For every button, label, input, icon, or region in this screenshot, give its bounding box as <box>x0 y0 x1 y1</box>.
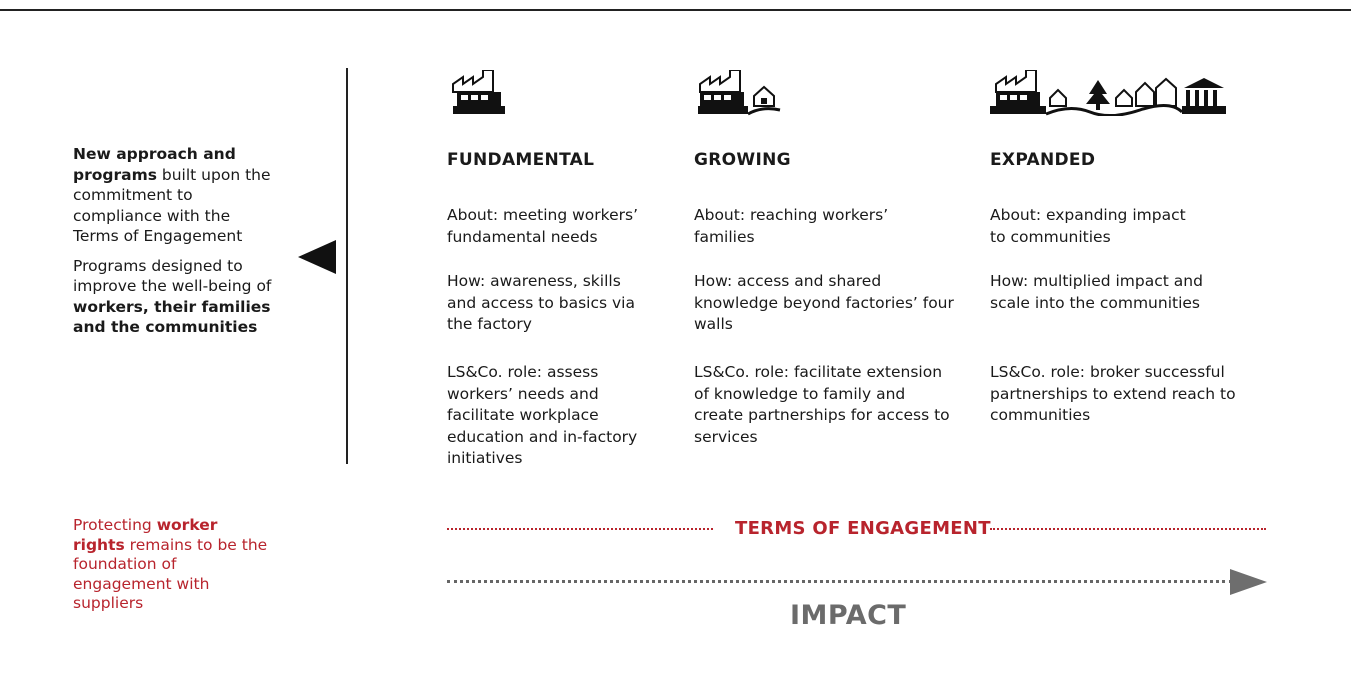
role-label: LS&Co. role: <box>694 363 790 381</box>
role-text: LS&Co. role: broker successful partnersh… <box>990 362 1252 427</box>
note-bold: worker rights <box>73 516 218 554</box>
terms-of-engagement-label: TERMS OF ENGAGEMENT <box>735 518 991 539</box>
how-label: How: <box>447 272 486 290</box>
about-label: About: <box>694 206 746 224</box>
intro-bold: New approach and programs <box>73 145 236 184</box>
stage-title: FUNDAMENTAL <box>447 150 595 170</box>
about-label: About: <box>447 206 499 224</box>
note-rest: remains to be the foundation of engageme… <box>73 535 268 613</box>
worker-rights-note: Protecting worker rights remains to be t… <box>73 516 273 614</box>
impact-label: IMPACT <box>790 600 907 631</box>
role-text: LS&Co. role: assess workers’ needs and f… <box>447 362 657 470</box>
terms-dotted-line-left <box>447 528 713 530</box>
note-start: Protecting <box>73 516 157 534</box>
how-label: How: <box>694 272 733 290</box>
role-label: LS&Co. role: <box>990 363 1086 381</box>
about-text: About: expanding impact to communities <box>990 205 1190 248</box>
about-value: reaching workers’ families <box>694 206 889 246</box>
stage-title: GROWING <box>694 150 791 170</box>
how-text: How: access and shared knowledge beyond … <box>694 271 954 336</box>
intro-text: New approach and programs built upon the… <box>73 144 273 347</box>
factory-with-community-icon <box>990 69 1234 120</box>
stage-title: EXPANDED <box>990 150 1096 170</box>
role-value: facilitate extension of knowledge to fam… <box>694 363 950 446</box>
intro-rest: built upon the commitment to compliance … <box>73 165 271 246</box>
impact-arrow-icon <box>1230 569 1267 595</box>
intro-p2-bold: workers, their families and the communit… <box>73 297 271 337</box>
intro-paragraph-2: Programs designed to improve the well-be… <box>73 256 273 338</box>
about-text: About: meeting workers’ fundamental need… <box>447 205 647 248</box>
how-label: How: <box>990 272 1029 290</box>
about-value: expanding impact to communities <box>990 206 1186 246</box>
how-text: How: awareness, skills and access to bas… <box>447 271 647 336</box>
how-value: awareness, skills and access to basics v… <box>447 272 635 333</box>
impact-dotted-line <box>447 580 1232 583</box>
left-arrow-icon <box>298 240 336 274</box>
how-value: multiplied impact and scale into the com… <box>990 272 1203 312</box>
about-value: meeting workers’ fundamental needs <box>447 206 639 246</box>
intro-p2-start: Programs designed to improve the well-be… <box>73 256 272 296</box>
role-value: broker successful partnerships to extend… <box>990 363 1236 424</box>
role-label: LS&Co. role: <box>447 363 543 381</box>
intro-paragraph-1: New approach and programs built upon the… <box>73 144 273 247</box>
about-text: About: reaching workers’ families <box>694 205 894 248</box>
how-text: How: multiplied impact and scale into th… <box>990 271 1230 314</box>
role-value: assess workers’ needs and facilitate wor… <box>447 363 638 467</box>
about-label: About: <box>990 206 1042 224</box>
factory-icon <box>447 69 507 120</box>
terms-dotted-line-right <box>990 528 1266 530</box>
top-rule <box>0 9 1351 11</box>
divider-line <box>346 68 348 464</box>
role-text: LS&Co. role: facilitate extension of kno… <box>694 362 956 448</box>
how-value: access and shared knowledge beyond facto… <box>694 272 954 333</box>
factory-with-home-icon <box>694 69 784 120</box>
